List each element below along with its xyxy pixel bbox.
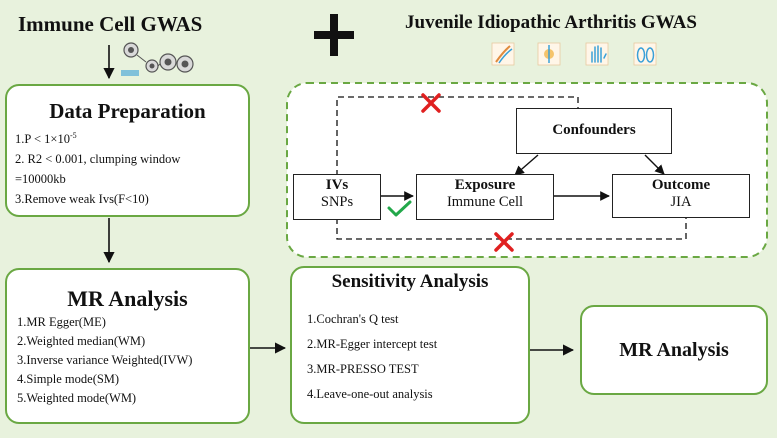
mr-analysis-result-box: MR Analysis bbox=[580, 305, 768, 395]
exposure-node: Exposure Immune Cell bbox=[416, 174, 554, 220]
plus-icon bbox=[314, 14, 354, 56]
mr-analysis-title: MR Analysis bbox=[67, 286, 188, 311]
outcome-sub-label: JIA bbox=[670, 194, 692, 210]
ivs-node: IVs SNPs bbox=[293, 174, 381, 220]
exposure-sub-label: Immune Cell bbox=[446, 194, 524, 210]
sensitivity-item: 2.MR-Egger intercept test bbox=[307, 337, 438, 351]
prep-line-1: 1.P < 1×10-5 bbox=[15, 131, 77, 147]
outcome-label: Outcome bbox=[651, 177, 711, 193]
cross-icon-top bbox=[421, 93, 441, 113]
prep-line-3: =10000kb bbox=[15, 172, 66, 187]
sensitivity-item: 1.Cochran's Q test bbox=[307, 312, 399, 326]
mr-method-item: 4.Simple mode(SM) bbox=[17, 372, 120, 386]
mr-method-item: 3.Inverse variance Weighted(IVW) bbox=[17, 353, 193, 367]
ivs-label: IVs bbox=[325, 177, 349, 193]
exposure-label: Exposure bbox=[454, 177, 516, 193]
prep-line-4: 3.Remove weak Ivs(F<10) bbox=[15, 192, 149, 207]
prep-line-2: 2. R2 < 0.001, clumping window bbox=[15, 152, 181, 167]
immune-cell-icon bbox=[121, 42, 194, 76]
data-preparation-box: Data Preparation 1.P < 1×10-5 2. R2 < 0.… bbox=[5, 84, 250, 217]
sensitivity-analysis-title: Sensitivity Analysis bbox=[331, 271, 489, 292]
feet-icon bbox=[633, 42, 657, 66]
ivs-outcome-path bbox=[336, 216, 687, 240]
cross-icon-bottom bbox=[494, 232, 514, 252]
arrow-confounders-exposure bbox=[514, 154, 539, 176]
mr-method-item: 2.Weighted median(WM) bbox=[17, 334, 146, 348]
ivs-sub-label: SNPs bbox=[320, 194, 354, 210]
mr-method-item: 5.Weighted mode(WM) bbox=[17, 391, 137, 405]
mr-method-item: 1.MR Egger(ME) bbox=[17, 315, 106, 329]
sensitivity-item: 4.Leave-one-out analysis bbox=[307, 387, 433, 401]
joint-icon-knee bbox=[537, 42, 561, 66]
ivs-confounder-path bbox=[336, 96, 579, 176]
sensitivity-analysis-box: Sensitivity Analysis 1.Cochran's Q test … bbox=[290, 266, 530, 424]
immune-gwas-heading: Immune Cell GWAS bbox=[18, 12, 203, 36]
mr-analysis-result-title: MR Analysis bbox=[619, 338, 729, 361]
sensitivity-item: 3.MR-PRESSO TEST bbox=[307, 362, 419, 376]
mr-analysis-box: MR Analysis 1.MR Egger(ME) 2.Weighted me… bbox=[5, 268, 250, 424]
jia-gwas-heading: Juvenile Idiopathic Arthritis GWAS bbox=[405, 12, 697, 33]
check-icon bbox=[387, 200, 412, 217]
outcome-node: Outcome JIA bbox=[612, 174, 750, 218]
data-preparation-title: Data Preparation bbox=[49, 99, 206, 123]
confounders-node: Confounders bbox=[516, 108, 672, 154]
hand-icon bbox=[585, 42, 609, 66]
joint-icon-spine bbox=[491, 42, 515, 66]
arrow-confounders-outcome bbox=[644, 154, 665, 175]
